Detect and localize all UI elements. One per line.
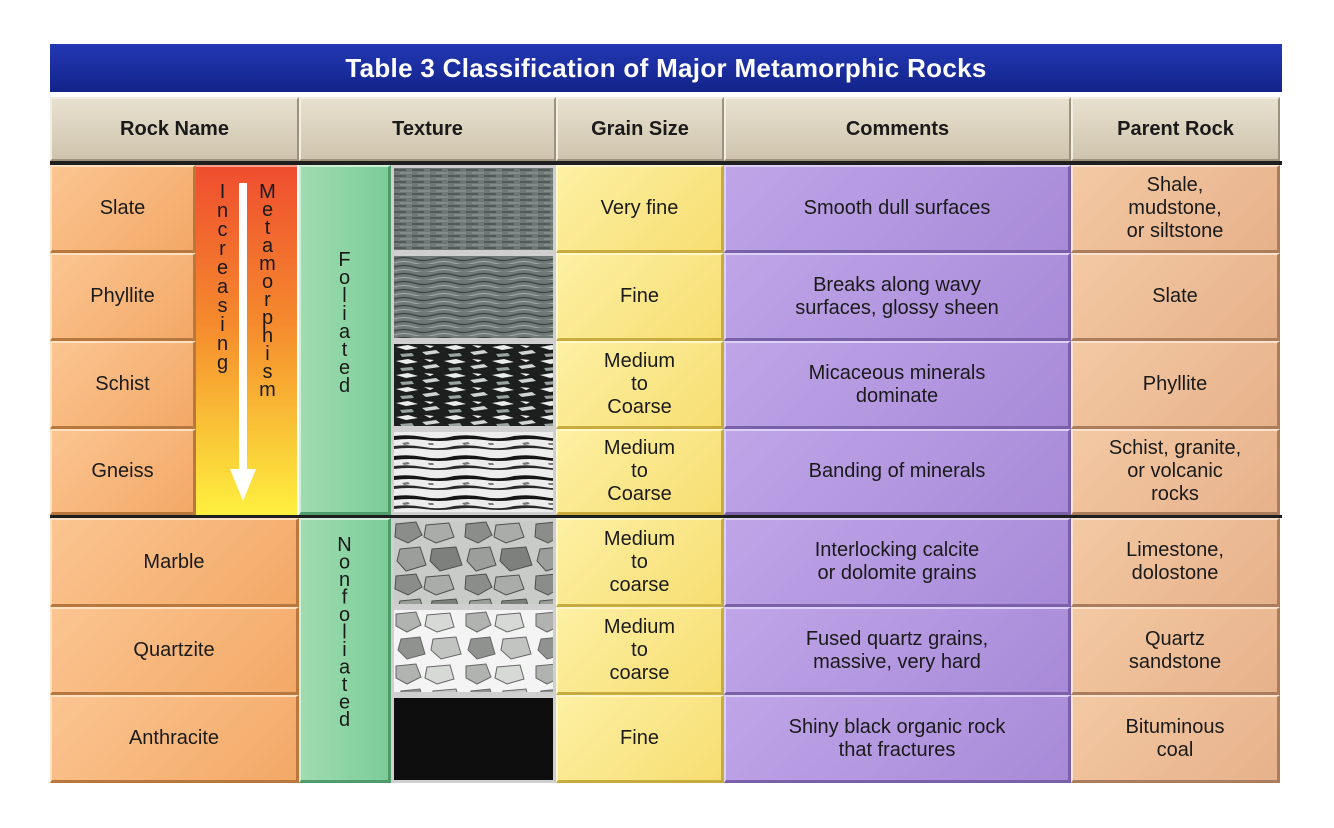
group-divider [50,515,1282,518]
rock-name-cell: Gneiss [50,429,196,515]
grain-size-cell: Very fine [556,165,724,253]
black-texture-icon [391,695,556,783]
nonfoliated-label: Nonfoliated [333,534,356,727]
parent-rock-cell: Shale, mudstone, or siltstone [1071,165,1280,253]
down-arrow-icon [230,183,256,501]
increasing-label: Increasing [211,181,234,371]
fused-grains-texture-icon [391,607,556,695]
comments-cell: Interlocking calcite or dolomite grains [724,518,1071,607]
increasing-text: Increasing [211,181,234,371]
rock-name-cell: Marble [50,518,299,607]
header-rock-name: Rock Name [50,97,299,161]
comments-cell: Micaceous minerals dominate [724,341,1071,429]
parent-rock-cell: Phyllite [1071,341,1280,429]
metamorphism-gradient: Increasing Metamorphism [196,165,297,515]
wavy-gray-texture-icon [391,253,556,341]
banded-texture-icon [391,429,556,515]
parent-rock-cell: Bituminous coal [1071,695,1280,783]
table-title: Table 3 Classification of Major Metamorp… [50,44,1282,92]
header-texture: Texture [299,97,556,161]
foliated-label: Foliated [333,249,356,393]
header-grain-size: Grain Size [556,97,724,161]
metamorphism-label: Metamorphism [256,181,279,397]
header-parent-rock: Parent Rock [1071,97,1280,161]
rock-name-cell: Slate [50,165,196,253]
parent-rock-cell: Slate [1071,253,1280,341]
fine-gray-texture-icon [391,165,556,253]
grain-size-cell: Fine [556,253,724,341]
parent-rock-cell: Quartz sandstone [1071,607,1280,695]
grain-size-cell: Medium to Coarse [556,429,724,515]
parent-rock-cell: Limestone, dolostone [1071,518,1280,607]
header-comments: Comments [724,97,1071,161]
comments-cell: Banding of minerals [724,429,1071,515]
rock-name-cell: Anthracite [50,695,299,783]
grain-size-cell: Medium to coarse [556,607,724,695]
grain-size-cell: Medium to coarse [556,518,724,607]
grain-size-cell: Fine [556,695,724,783]
header-divider [50,161,1282,165]
metamorphism-text: Metamorphism [256,181,279,397]
comments-cell: Shiny black organic rock that fractures [724,695,1071,783]
schist-texture-icon [391,341,556,429]
grain-size-cell: Medium to Coarse [556,341,724,429]
rock-name-cell: Schist [50,341,196,429]
comments-cell: Breaks along wavy surfaces, glossy sheen [724,253,1071,341]
comments-cell: Fused quartz grains, massive, very hard [724,607,1071,695]
rock-name-cell: Quartzite [50,607,299,695]
rock-name-cell: Phyllite [50,253,196,341]
parent-rock-cell: Schist, granite, or volcanic rocks [1071,429,1280,515]
nonfoliated-group: Nonfoliated [299,518,391,783]
interlocking-grains-texture-icon [391,518,556,607]
comments-cell: Smooth dull surfaces [724,165,1071,253]
foliated-group: Foliated [299,165,391,515]
